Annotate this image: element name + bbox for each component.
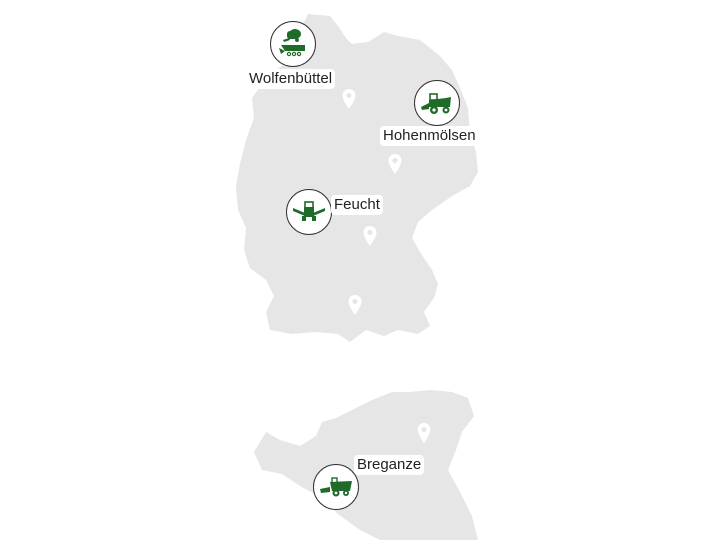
location-marker-breganze[interactable] <box>313 464 359 510</box>
map-pin-icon[interactable] <box>347 294 363 316</box>
region-germany <box>236 14 478 342</box>
map-pin-icon[interactable] <box>387 153 403 175</box>
baler-and-trailer-icon <box>279 29 305 57</box>
location-marker-feucht[interactable] <box>286 189 332 235</box>
location-marker-wolfenbuettel[interactable] <box>270 21 316 67</box>
combine-harvester-icon <box>320 477 352 497</box>
location-marker-hohenmoelsen[interactable] <box>414 80 460 126</box>
map-pin-icon[interactable] <box>362 225 378 247</box>
location-label[interactable]: Hohenmölsen <box>380 126 479 146</box>
mower-icon <box>293 201 325 221</box>
location-label[interactable]: Feucht <box>331 195 383 215</box>
location-label[interactable]: Breganze <box>354 455 425 475</box>
map-pin-icon[interactable] <box>416 422 432 444</box>
forage-harvester-icon <box>421 93 451 114</box>
location-label[interactable]: Wolfenbüttel <box>246 69 336 89</box>
map-pin-icon[interactable] <box>341 88 357 110</box>
